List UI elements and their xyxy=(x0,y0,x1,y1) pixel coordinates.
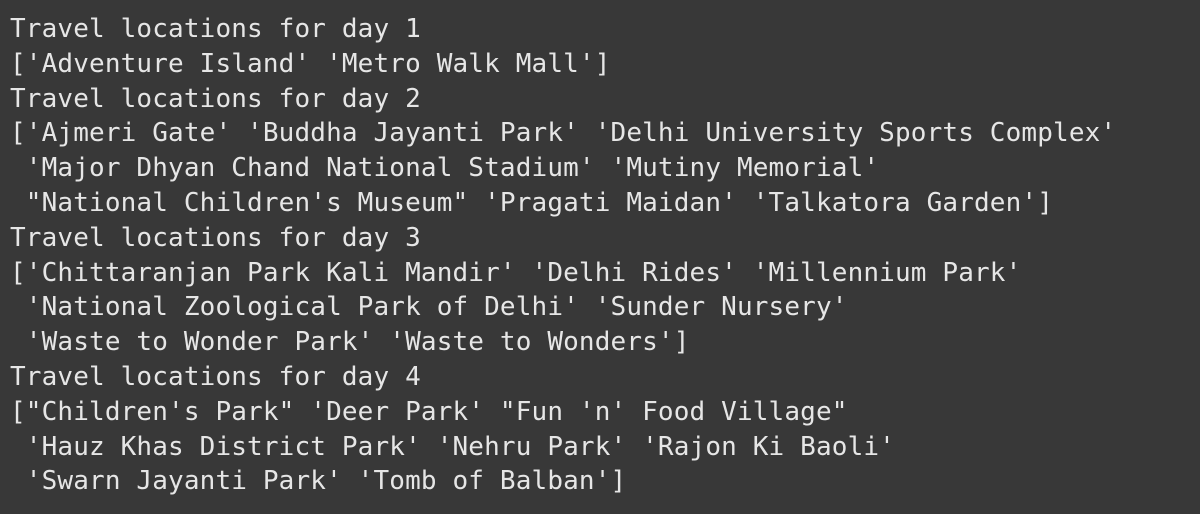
day-3-locations-line-3: 'Waste to Wonder Park' 'Waste to Wonders… xyxy=(10,327,690,358)
day-3-header: Travel locations for day 3 xyxy=(10,222,421,253)
day-2-locations-line-1: ['Ajmeri Gate' 'Buddha Jayanti Park' 'De… xyxy=(10,118,1117,149)
day-3-locations-line-2: 'National Zoological Park of Delhi' 'Sun… xyxy=(10,292,848,323)
day-1-locations: ['Adventure Island' 'Metro Walk Mall'] xyxy=(10,48,611,79)
day-4-header: Travel locations for day 4 xyxy=(10,361,421,392)
day-4-locations-line-3: 'Swarn Jayanti Park' 'Tomb of Balban'] xyxy=(10,466,627,497)
day-3-locations-line-1: ['Chittaranjan Park Kali Mandir' 'Delhi … xyxy=(10,257,1022,288)
day-1-header: Travel locations for day 1 xyxy=(10,14,421,44)
day-4-locations-line-1: ["Children's Park" 'Deer Park' "Fun 'n' … xyxy=(10,396,848,427)
day-2-locations-line-2: 'Major Dhyan Chand National Stadium' 'Mu… xyxy=(10,153,880,184)
day-4-locations-line-2: 'Hauz Khas District Park' 'Nehru Park' '… xyxy=(10,431,895,462)
day-2-locations-line-3: "National Children's Museum" 'Pragati Ma… xyxy=(10,187,1054,218)
day-2-header: Travel locations for day 2 xyxy=(10,83,421,114)
